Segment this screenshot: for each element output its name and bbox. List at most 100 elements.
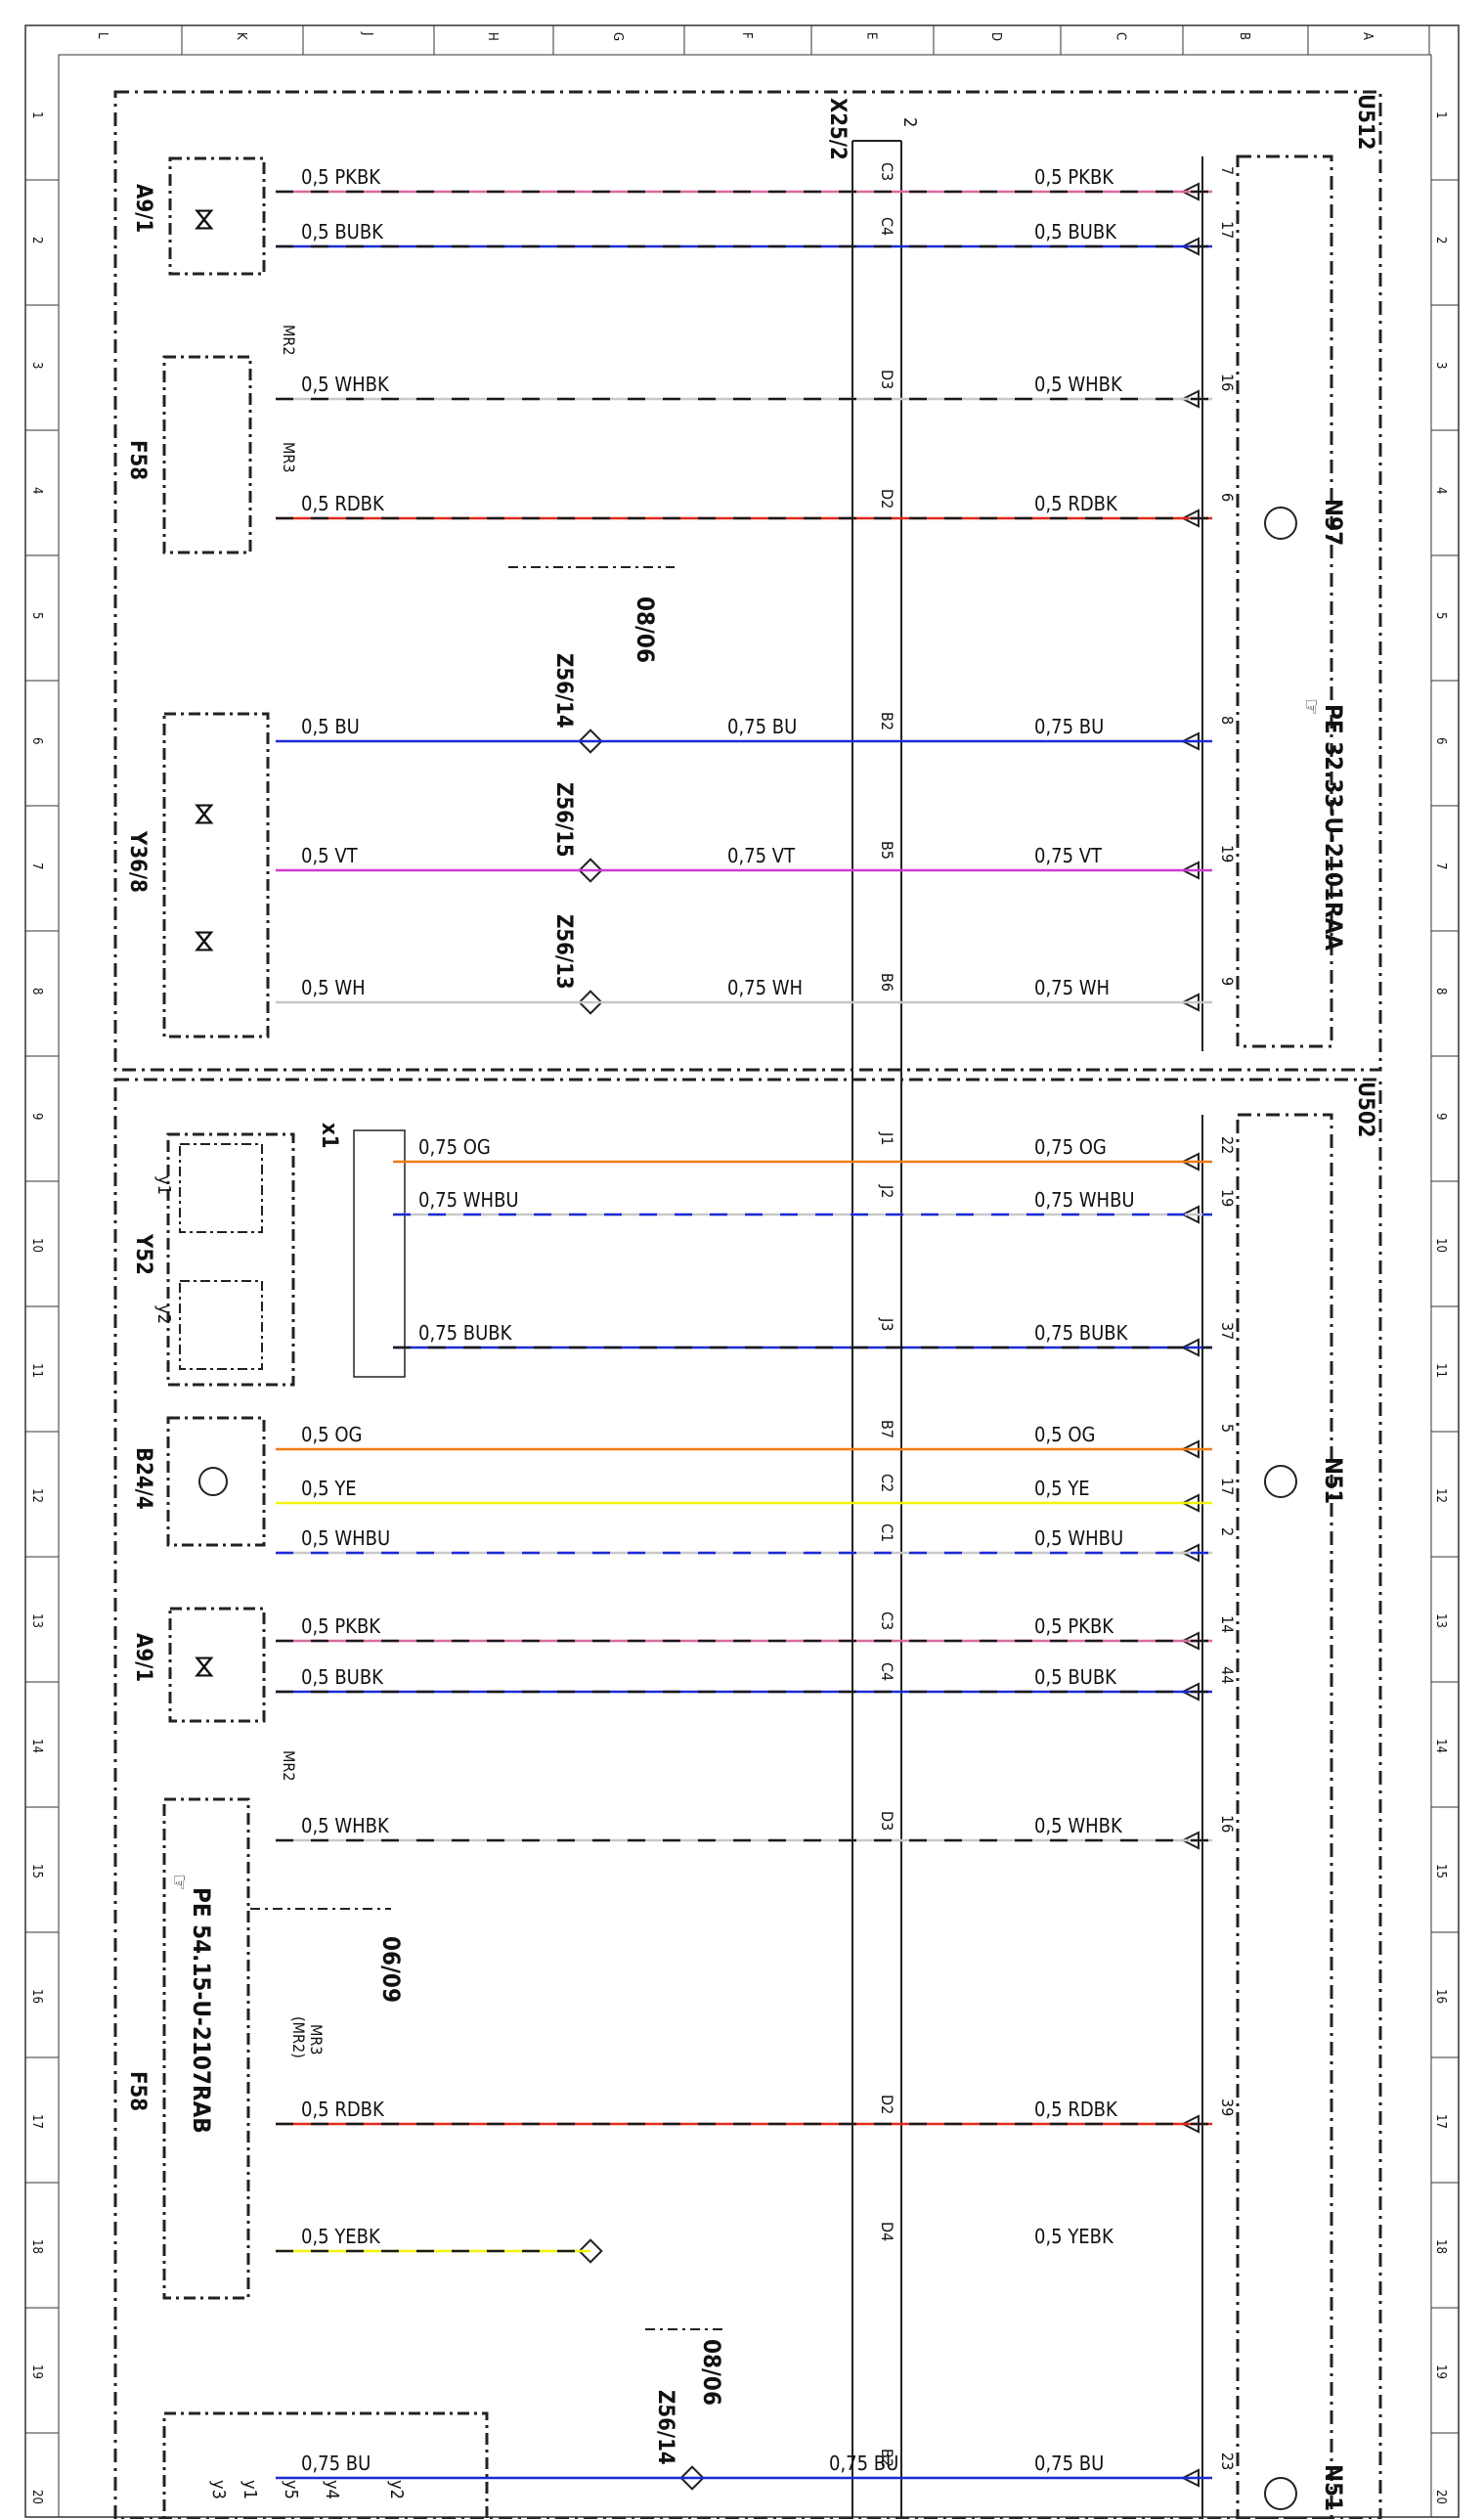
row-number-left: 10 xyxy=(29,1238,44,1253)
wire-right-label: 0,75 BU xyxy=(1034,2452,1104,2475)
row-number-right: 3 xyxy=(1433,362,1448,369)
module-pin-label: 44 xyxy=(1218,1666,1237,1684)
page-ref-1: 06/09 xyxy=(377,1936,405,2003)
wire-right-label: 0,5 WHBK xyxy=(1034,1814,1123,1837)
bottom-block-label: y3 xyxy=(208,2480,229,2499)
row-number-right: 15 xyxy=(1433,1864,1448,1878)
module-n51-label-bottom: N51 xyxy=(1320,2464,1347,2511)
column-letter: E xyxy=(864,32,879,39)
reference-icon: ☞ xyxy=(1298,698,1323,716)
row-number-right: 12 xyxy=(1433,1488,1448,1503)
wire-right-label: 0,5 PKBK xyxy=(1034,1614,1114,1638)
a9-1-valve-icon: ⋈ xyxy=(189,207,221,232)
page-ref-0: 08/06 xyxy=(632,597,659,663)
row-number-left: 7 xyxy=(29,862,44,869)
component-f58-label: F58 xyxy=(125,440,150,480)
row-number-right: 20 xyxy=(1433,2490,1448,2504)
connector-x25-2-pin: 2 xyxy=(899,117,920,127)
module-u502: U502 xyxy=(113,1078,1382,2519)
splice-label: Z56/13 xyxy=(551,914,576,990)
wire-mid-label: 0,75 BU xyxy=(829,2452,898,2475)
wire-right-label: 0,75 WH xyxy=(1034,976,1110,999)
y52-sub-y2: y2 xyxy=(153,1304,174,1324)
wire-right-label: 0,5 YE xyxy=(1034,1477,1090,1500)
wire-left-label: 0,5 YE xyxy=(301,1477,357,1500)
row-number-left: 20 xyxy=(29,2490,44,2504)
row-number-right: 16 xyxy=(1433,1989,1448,2004)
row-number-left: 15 xyxy=(29,1864,44,1878)
wire-left-label: 0,5 PKBK xyxy=(301,1614,381,1638)
column-letter: C xyxy=(1113,32,1128,40)
wire-left-label: 0,75 OG xyxy=(418,1135,491,1159)
component-a9-1-top: A9/1 ⋈ xyxy=(131,156,266,276)
connector-pin-label: D4 xyxy=(878,2222,896,2241)
row-number-right: 10 xyxy=(1433,1238,1448,1253)
row-number-right: 19 xyxy=(1433,2364,1448,2379)
module-pin-label: 19 xyxy=(1218,845,1237,862)
reference-pe-32-33: PE 32.33-U-2101RAA xyxy=(1320,704,1347,950)
connector-pin-label: B2 xyxy=(878,712,896,730)
row-number-right: 7 xyxy=(1433,862,1448,869)
connector-pin-label: D3 xyxy=(878,370,896,389)
component-f58-bottom: F58 PE 54.15-U-2107RAB ☞ MR2 MR3 (MR2) xyxy=(125,1750,326,2300)
wire-right-label: 0,5 PKBK xyxy=(1034,165,1114,189)
bottom-block-label: y1 xyxy=(240,2480,260,2499)
connector-pin-label: B6 xyxy=(878,973,896,992)
wire-left-label: 0,5 YEBK xyxy=(301,2225,381,2248)
transistor-icon-n51-bottom xyxy=(1264,2477,1297,2510)
inner-frame xyxy=(58,54,1432,2518)
a9-1-bottom-valve-icon: ⋈ xyxy=(189,1655,221,1679)
y52-plug-x1: x1 xyxy=(317,1123,341,1149)
row-number-right: 9 xyxy=(1433,1113,1448,1120)
row-number-left: 11 xyxy=(29,1363,44,1378)
connector-pin-label: J1 xyxy=(878,1131,896,1145)
row-number-left: 18 xyxy=(29,2239,44,2254)
row-number-right: 17 xyxy=(1433,2114,1448,2129)
column-letter: K xyxy=(234,32,248,40)
row-number-right: 11 xyxy=(1433,1363,1448,1378)
column-letter: H xyxy=(485,32,500,41)
connector-pin-label: C3 xyxy=(878,1612,896,1630)
bottom-block-label: y2 xyxy=(386,2480,407,2499)
component-a9-1-bottom: A9/1 ⋈ xyxy=(131,1607,266,1723)
connector-x25-2: X25/2 2 xyxy=(825,98,920,2519)
wire-left-label: 0,5 WH xyxy=(301,976,366,999)
module-u512: U512 xyxy=(113,90,1382,1072)
column-letter: D xyxy=(988,32,1003,41)
wire-right-label: 0,5 BUBK xyxy=(1034,1665,1117,1689)
connector-pin-label: C4 xyxy=(878,1662,896,1681)
connector-pin-label: B7 xyxy=(878,1420,896,1438)
component-b24-4: B24/4 xyxy=(131,1416,266,1547)
column-letter: B xyxy=(1237,32,1251,40)
y36-8-valve-icon-a: ⋈ xyxy=(189,802,221,826)
module-n51-box: N51 N51 xyxy=(1201,1113,1347,2519)
row-number-left: 17 xyxy=(29,2114,44,2129)
component-f58-top: F58 MR2 MR3 xyxy=(125,325,298,554)
f58-note-mr3: MR3 xyxy=(280,442,298,473)
wire-left-label: 0,75 WHBU xyxy=(418,1188,519,1212)
wire-left-label: 0,5 OG xyxy=(301,1423,362,1446)
module-pin-label: 17 xyxy=(1218,1478,1237,1495)
row-number-left: 14 xyxy=(29,1739,44,1753)
splice-label: Z56/14 xyxy=(653,2390,677,2465)
f58-bottom-note-mr2: MR2 xyxy=(280,1750,298,1782)
module-pin-label: 6 xyxy=(1218,493,1237,502)
wire-left-label: 0,5 WHBK xyxy=(301,1814,390,1837)
page-ref-group: 08/06 06/09 08/06 xyxy=(250,566,725,2406)
splice-label: Z56/14 xyxy=(551,653,576,729)
wire-right-label: 0,75 VT xyxy=(1034,844,1103,867)
